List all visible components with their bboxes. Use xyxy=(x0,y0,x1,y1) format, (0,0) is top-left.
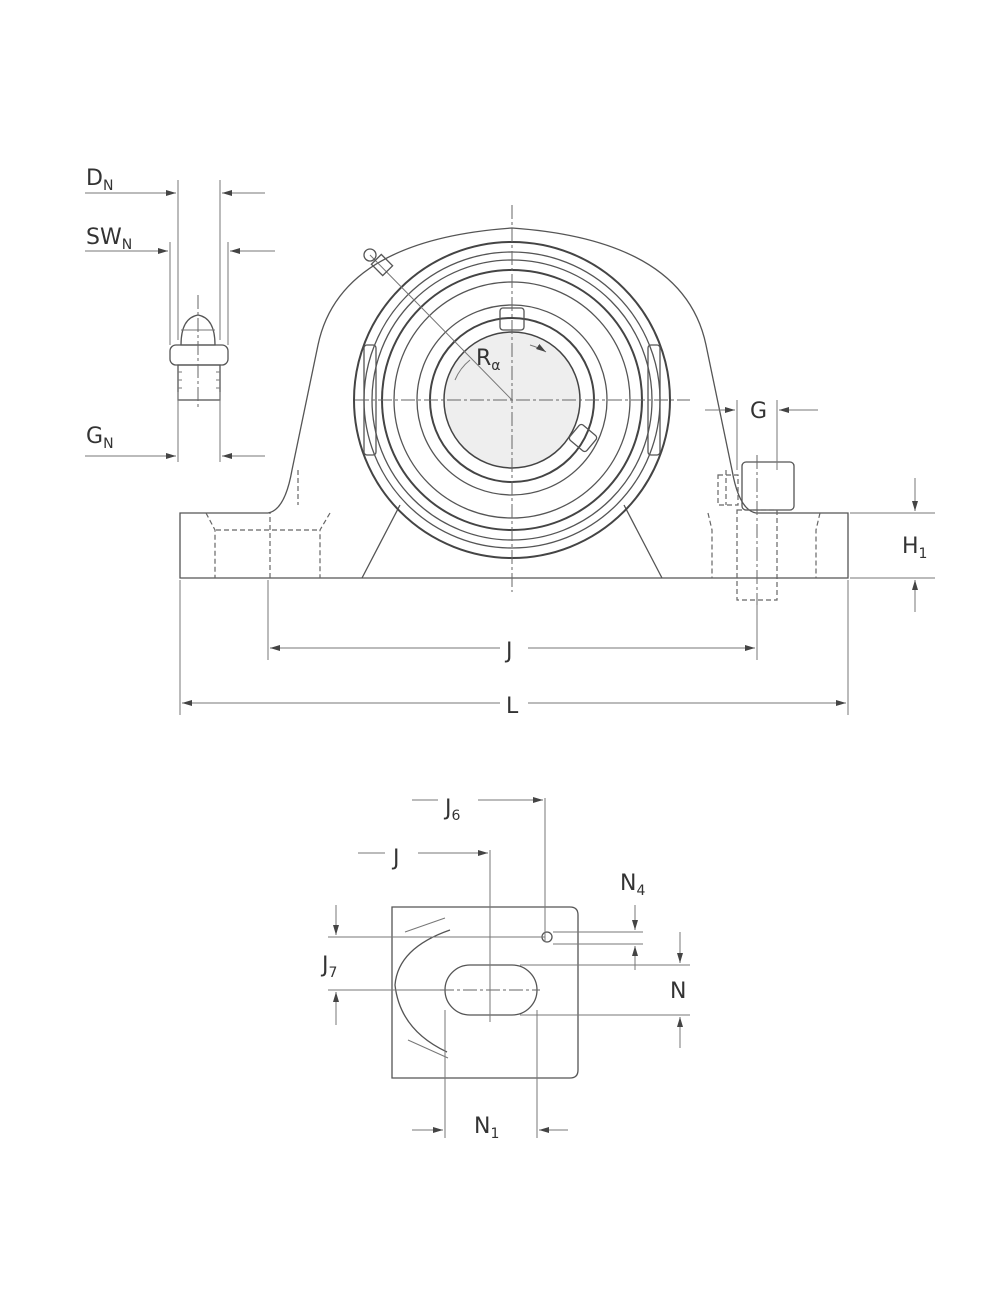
label-j7: J7 xyxy=(320,953,337,981)
foot-detail-view: J6 J N4 N J7 N1 xyxy=(320,796,690,1142)
label-h1: H1 xyxy=(902,534,927,562)
label-j: J xyxy=(504,639,513,664)
label-l: L xyxy=(506,694,519,719)
label-ra: Rα xyxy=(476,346,501,374)
label-n: N xyxy=(670,979,686,1004)
label-j-bottom: J xyxy=(391,846,400,871)
label-swn: SWN xyxy=(86,225,132,253)
label-dn: DN xyxy=(86,166,113,194)
label-gn: GN xyxy=(86,424,114,452)
label-n4: N4 xyxy=(620,871,645,899)
pillow-block-front-view: Rα G H1 J L xyxy=(179,205,935,719)
label-g: G xyxy=(750,399,767,424)
label-n1: N1 xyxy=(474,1114,499,1142)
grease-nipple-detail: DN SWN GN xyxy=(85,166,275,462)
label-j6: J6 xyxy=(443,796,461,824)
